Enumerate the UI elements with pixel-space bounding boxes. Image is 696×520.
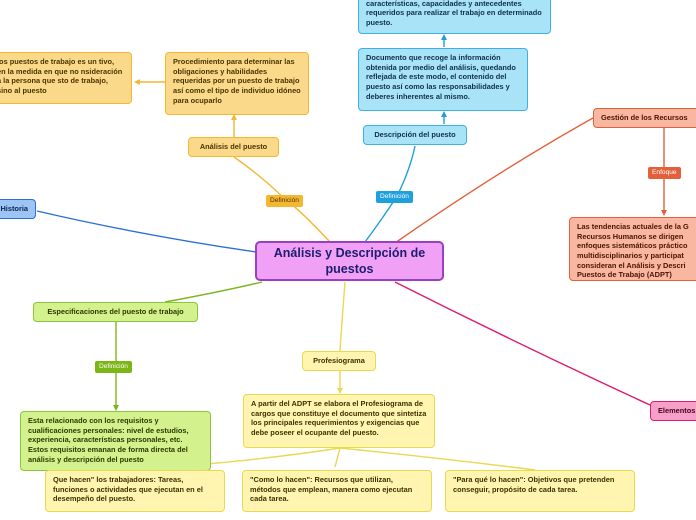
analisis-left-fragment[interactable]: los puestos de trabajo es un tivo, en la…: [0, 52, 132, 104]
analisis-procedure-text: Procedimiento para determinar las obliga…: [173, 57, 301, 105]
descripcion-top-node[interactable]: recoge las condiciones personales, carac…: [358, 0, 551, 34]
gestion-trend-text: Las tendencias actuales de la G Recursos…: [577, 222, 689, 280]
relation-label-analisis: Definición: [266, 195, 303, 207]
profesiograma-para-que-node[interactable]: "Para qué lo hacen": Objetivos que prete…: [445, 470, 635, 512]
topic-gestion-title: Gestión de los Recursos: [601, 113, 688, 123]
topic-profesiograma-title: Profesiograma: [313, 356, 365, 366]
topic-descripcion-del-puesto[interactable]: Descripción del puesto: [363, 125, 467, 145]
descripcion-document-text: Documento que recoge la información obte…: [366, 53, 516, 101]
topic-analisis-title: Análisis del puesto: [199, 142, 268, 152]
profesiograma-detail-node[interactable]: A partir del ADPT se elabora el Profesio…: [243, 394, 435, 448]
topic-analisis-del-puesto[interactable]: Análisis del puesto: [188, 137, 279, 157]
relation-label-especificaciones: Definición: [95, 361, 132, 373]
topic-especificaciones-title: Especificaciones del puesto de trabajo: [47, 307, 184, 317]
relation-label-gestion: Enfoque: [648, 167, 681, 179]
topic-historia-title: Historia: [0, 204, 28, 214]
analisis-left-fragment-text: los puestos de trabajo es un tivo, en la…: [0, 57, 123, 95]
topic-descripcion-title: Descripción del puesto: [374, 130, 456, 140]
topic-elementos[interactable]: Elementos: [650, 401, 696, 421]
topic-especificaciones[interactable]: Especificaciones del puesto de trabajo: [33, 302, 198, 322]
profesiograma-que-hacen-node[interactable]: Que hacen" los trabajadores: Tareas, fun…: [45, 470, 225, 512]
topic-elementos-title: Elementos: [658, 406, 696, 416]
descripcion-document-node[interactable]: Documento que recoge la información obte…: [358, 48, 528, 111]
profesiograma-detail-text: A partir del ADPT se elabora el Profesio…: [251, 399, 427, 437]
topic-gestion-recursos[interactable]: Gestión de los Recursos: [593, 108, 696, 128]
profesiograma-como-hacen-node[interactable]: "Como lo hacen": Recursos que utilizan, …: [242, 470, 432, 512]
especificaciones-detail-text: Esta relacionado con los requisitos y cu…: [28, 416, 189, 464]
profesiograma-para-que-text: "Para qué lo hacen": Objetivos que prete…: [453, 475, 615, 494]
topic-profesiograma[interactable]: Profesiograma: [302, 351, 376, 371]
central-topic-title: Análisis y Descripción de puestos: [273, 245, 426, 276]
profesiograma-que-hacen-text: Que hacen" los trabajadores: Tareas, fun…: [53, 475, 203, 504]
central-topic[interactable]: Análisis y Descripción de puestos: [255, 241, 444, 281]
descripcion-top-text: recoge las condiciones personales, carac…: [366, 0, 542, 27]
topic-historia[interactable]: Historia: [0, 199, 36, 219]
profesiograma-como-hacen-text: "Como lo hacen": Recursos que utilizan, …: [250, 475, 413, 504]
especificaciones-detail-node[interactable]: Esta relacionado con los requisitos y cu…: [20, 411, 211, 471]
analisis-procedure-node[interactable]: Procedimiento para determinar las obliga…: [165, 52, 309, 115]
relation-label-descripcion: Definición: [376, 191, 413, 203]
gestion-trend-node[interactable]: Las tendencias actuales de la G Recursos…: [569, 217, 696, 281]
